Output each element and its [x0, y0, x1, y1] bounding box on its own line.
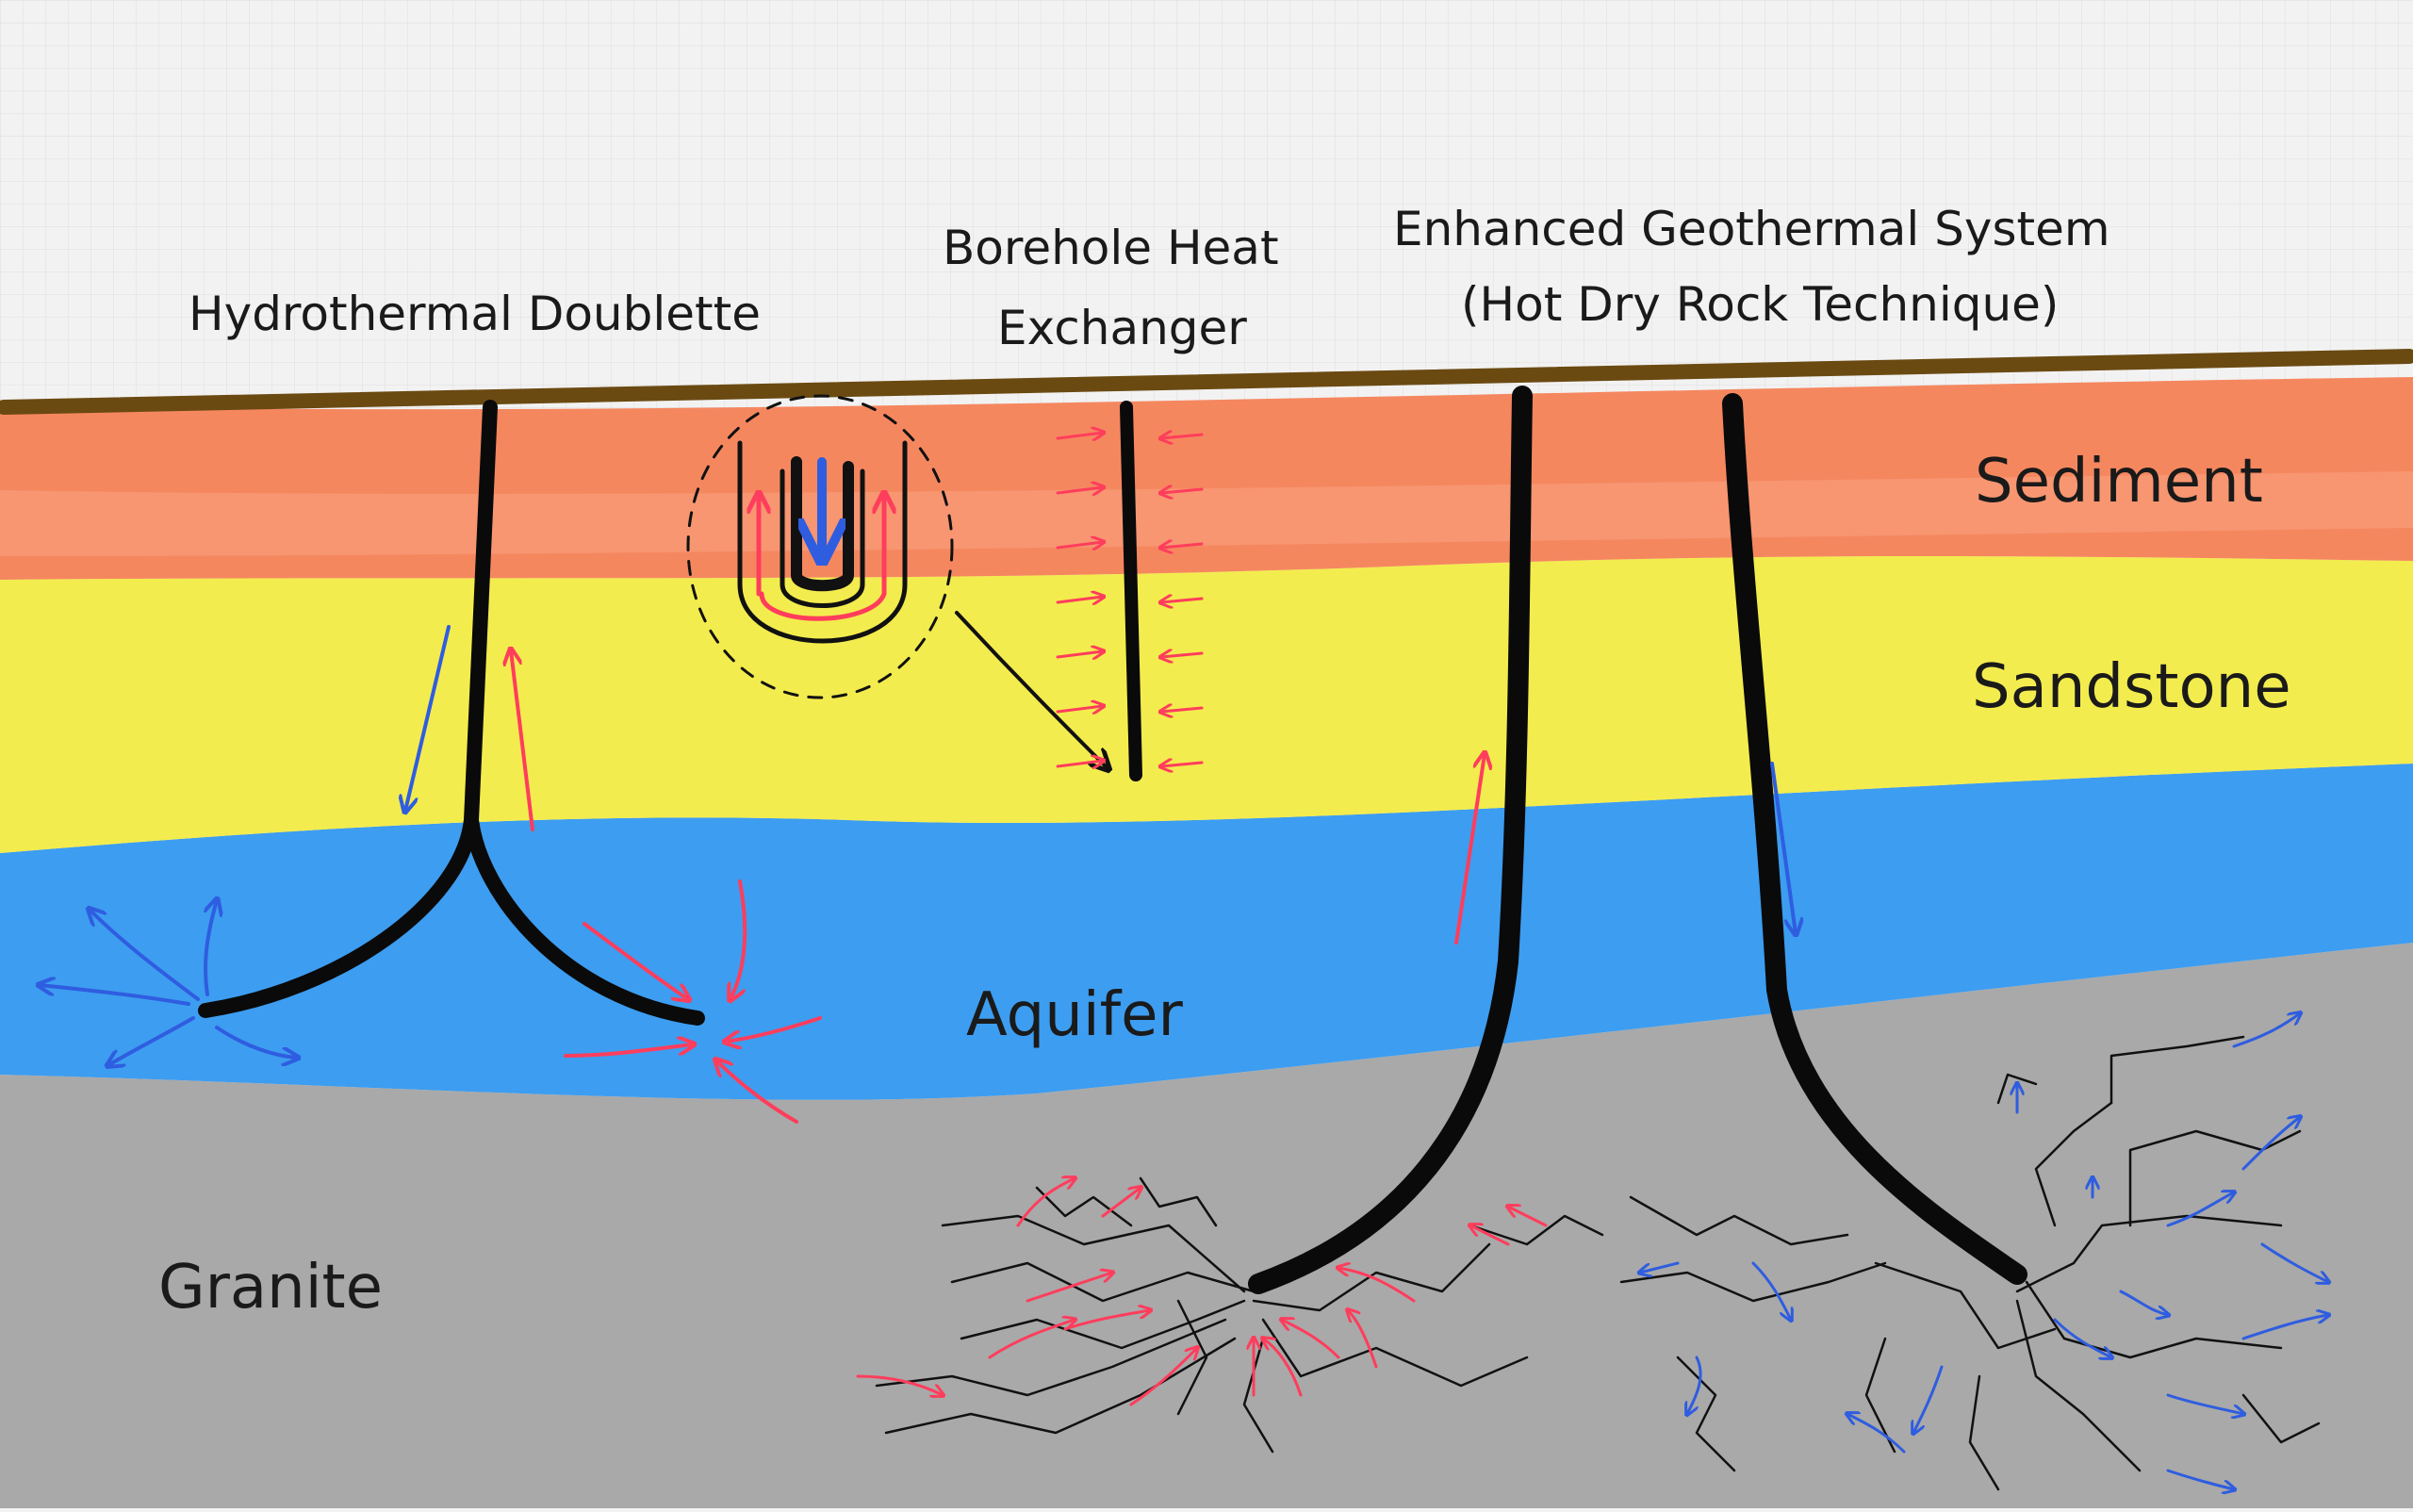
- aquifer-layer: [0, 764, 2413, 1100]
- doublette-up-arrow: [511, 650, 534, 831]
- injection-arrow-2: [205, 900, 217, 996]
- arrow-icon: [2166, 1393, 2243, 1414]
- arrow-icon: [1056, 761, 1103, 766]
- aquifer-label: Aquifer: [966, 980, 1184, 1050]
- egs-production-well: [1248, 386, 1533, 1294]
- arrow-icon: [2166, 1469, 2234, 1489]
- arrow-icon: [1161, 435, 1204, 438]
- egs-cracks: [875, 1035, 2321, 1491]
- bhe-well: [1120, 401, 1142, 781]
- arrow-icon: [1056, 487, 1103, 493]
- arrow-icon: [2232, 1013, 2300, 1048]
- egs-title-line1: Enhanced Geothermal System: [1393, 202, 2110, 256]
- sandstone-layer: [0, 556, 2413, 853]
- egs-down-arrow: [1770, 762, 1796, 933]
- arrow-icon: [1161, 763, 1204, 766]
- doublette-down-arrow: [405, 625, 451, 811]
- production-arrow-1: [583, 922, 688, 999]
- arrow-icon: [1263, 1339, 1303, 1397]
- production-arrow-4: [564, 1044, 693, 1058]
- arrow-icon: [2053, 1318, 2111, 1357]
- arrow-icon: [1056, 542, 1103, 548]
- arrow-icon: [1056, 597, 1103, 602]
- bhe-title-line2: Exchanger: [997, 301, 1247, 355]
- egs-cold-fracture-arrows: [1640, 1013, 2328, 1489]
- arrow-icon: [1847, 1414, 1906, 1454]
- arrow-icon: [988, 1320, 1075, 1359]
- arrow-icon: [1161, 544, 1204, 548]
- arrow-icon: [1056, 706, 1103, 712]
- arrow-icon: [1508, 1207, 1548, 1227]
- sediment-label: Sediment: [1975, 447, 2263, 517]
- production-arrow-2: [730, 879, 747, 999]
- production-arrow-3: [726, 1016, 822, 1042]
- arrow-icon: [1016, 1178, 1075, 1227]
- doublette-flow-arrows: [40, 625, 822, 1124]
- injection-arrow-3: [40, 985, 190, 1006]
- injection-arrow-1: [90, 910, 200, 1001]
- arrow-icon: [1161, 599, 1204, 602]
- arrow-icon: [1056, 433, 1103, 438]
- injection-arrow-5: [215, 1026, 297, 1058]
- arrow-icon: [1751, 1261, 1791, 1320]
- arrow-icon: [2260, 1242, 2328, 1282]
- egs-wells: [1248, 386, 2027, 1294]
- production-arrow-5: [716, 1060, 798, 1124]
- arrow-icon: [2241, 1117, 2300, 1171]
- arrow-icon: [1026, 1273, 1112, 1303]
- doublette-well: [198, 400, 705, 1026]
- arrow-icon: [1056, 651, 1103, 657]
- arrow-icon: [1913, 1365, 1944, 1433]
- layers: [0, 377, 2413, 1508]
- sandstone-label: Sandstone: [1972, 652, 2291, 722]
- bhe-pointer-arrow: [955, 611, 1108, 768]
- egs-injection-well: [1722, 393, 2027, 1285]
- egs-hot-fracture-arrows: [856, 1178, 1548, 1406]
- egs-up-arrow: [1454, 754, 1485, 945]
- ground-surface: [0, 349, 2413, 415]
- arrow-icon: [1687, 1356, 1702, 1414]
- arrow-icon: [1640, 1261, 1680, 1273]
- arrow-icon: [1129, 1348, 1197, 1406]
- egs-flow-arrows: [1454, 754, 1796, 945]
- arrow-icon: [1338, 1268, 1416, 1303]
- arrow-icon: [856, 1374, 943, 1395]
- arrow-icon: [1470, 1225, 1510, 1246]
- arrow-icon: [1282, 1320, 1340, 1359]
- bhe-heat-arrows: [1056, 433, 1204, 766]
- arrow-icon: [2166, 1192, 2234, 1227]
- bhe-detail-inset: [686, 394, 1108, 768]
- arrow-icon: [2119, 1290, 2168, 1315]
- arrow-icon: [2241, 1315, 2328, 1340]
- granite-label: Granite: [158, 1253, 383, 1323]
- arrow-icon: [1101, 1188, 1141, 1218]
- arrow-icon: [1161, 489, 1204, 493]
- injection-arrow-4: [108, 1016, 195, 1065]
- doublette-title: Hydrothermal Doublette: [189, 287, 761, 341]
- arrow-icon: [1348, 1310, 1378, 1369]
- arrow-icon: [1161, 653, 1204, 657]
- arrow-icon: [1161, 708, 1204, 712]
- egs-title-line2: (Hot Dry Rock Technique): [1461, 277, 2059, 332]
- bhe-title-line1: Borehole Heat: [943, 221, 1279, 275]
- sediment-highlight: [0, 471, 2413, 556]
